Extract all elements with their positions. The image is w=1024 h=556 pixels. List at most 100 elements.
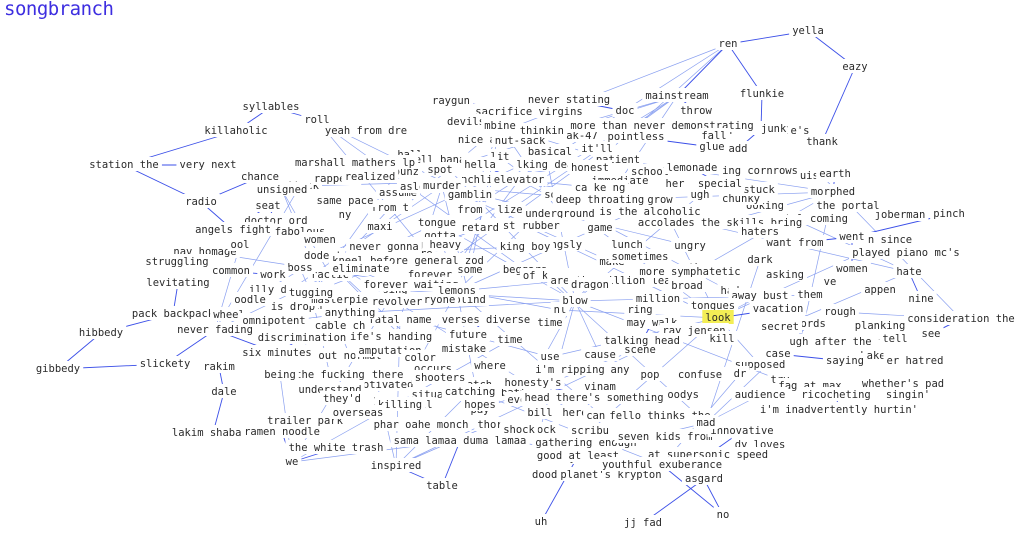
word-node-sacrifice-virgins[interactable]: sacrifice virgins xyxy=(472,104,586,118)
word-node-ca-ke-ng[interactable]: ca ke ng xyxy=(571,180,629,194)
word-node-her[interactable]: her xyxy=(662,176,688,190)
word-node-head-there-s-something[interactable]: head there's something xyxy=(521,390,667,404)
word-node-look[interactable]: look xyxy=(702,310,734,324)
word-node-sometimes[interactable]: sometimes xyxy=(608,249,672,263)
word-node-lakim-shabazz[interactable]: lakim shabazz xyxy=(168,425,258,439)
word-node-chance[interactable]: chance xyxy=(237,169,283,183)
word-node-honest[interactable]: honest xyxy=(567,160,613,174)
word-node-seat[interactable]: seat xyxy=(252,198,284,212)
word-node-n-since[interactable]: n since xyxy=(864,232,916,246)
word-node-fatal-name[interactable]: fatal name xyxy=(365,312,435,326)
word-node-rough[interactable]: rough xyxy=(821,304,859,318)
word-node-doc[interactable]: doc xyxy=(612,103,638,117)
word-node-went[interactable]: went xyxy=(836,229,868,243)
word-node-mistake[interactable]: mistake xyxy=(438,341,490,355)
word-node-radio[interactable]: radio xyxy=(182,194,220,208)
word-node-life-s-handing[interactable]: life's handing xyxy=(340,329,436,343)
word-node-verses-diverse[interactable]: verses diverse xyxy=(438,312,534,326)
word-node-lunch[interactable]: lunch xyxy=(608,237,646,251)
word-node-maxi[interactable]: maxi xyxy=(364,219,396,233)
word-node-realized[interactable]: realized xyxy=(341,169,399,183)
word-node-very-next[interactable]: very next xyxy=(176,157,240,171)
word-node-being[interactable]: being xyxy=(261,367,299,381)
word-node-trailer-park[interactable]: trailer park xyxy=(263,413,347,427)
word-node-spot[interactable]: spot xyxy=(424,162,456,176)
word-node-dark[interactable]: dark xyxy=(744,252,776,266)
word-node-er-hatred[interactable]: er hatred xyxy=(883,353,947,367)
word-node-nine[interactable]: nine xyxy=(905,291,937,305)
word-node-consideration-the[interactable]: consideration the xyxy=(904,311,1018,325)
word-node-tugging[interactable]: tugging xyxy=(285,285,337,299)
word-node-dale[interactable]: dale xyxy=(208,384,240,398)
word-node-sama-lamaa-duma-lamaa[interactable]: sama lamaa duma lamaa xyxy=(390,433,530,447)
word-node-ugh-after-the-fa[interactable]: ugh after the fa xyxy=(786,334,894,348)
word-node-never-gonna[interactable]: never gonna xyxy=(346,239,422,253)
word-node-angels-fight[interactable]: angels fight xyxy=(191,222,275,236)
word-node-from[interactable]: from xyxy=(454,202,486,216)
word-node-honesty-s[interactable]: honesty's xyxy=(501,375,565,389)
word-node-i-m-inadvertently-hurtin[interactable]: i'm inadvertently hurtin' xyxy=(756,402,922,416)
word-node-future[interactable]: future xyxy=(445,327,491,341)
word-node-see[interactable]: see xyxy=(918,326,944,340)
word-node-hate[interactable]: hate xyxy=(893,264,925,278)
word-node-levitating[interactable]: levitating xyxy=(143,275,213,289)
word-node-work[interactable]: work xyxy=(257,267,289,281)
word-node-grow[interactable]: grow xyxy=(644,192,676,206)
app-title[interactable]: songbranch xyxy=(4,0,114,20)
word-node-dr[interactable]: dr xyxy=(730,366,750,380)
word-node-wheel[interactable]: wheel xyxy=(210,307,248,321)
word-node-color[interactable]: color xyxy=(401,350,439,364)
word-node-ramen-noodle[interactable]: ramen noodle xyxy=(240,424,324,438)
word-node-ren[interactable]: ren xyxy=(715,36,741,50)
word-node-from-t[interactable]: from t xyxy=(367,200,413,214)
word-node-ool[interactable]: ool xyxy=(227,237,253,251)
word-node-ungry[interactable]: ungry xyxy=(671,238,709,252)
word-node-scribu[interactable]: scribu xyxy=(567,423,613,437)
word-node-lemonade[interactable]: lemonade xyxy=(663,160,721,174)
word-node-played-piano-mc-s[interactable]: played piano mc's xyxy=(849,245,963,259)
word-node-gibbedy[interactable]: gibbedy xyxy=(32,361,84,375)
word-node-women[interactable]: women xyxy=(301,232,339,246)
word-node-uh[interactable]: uh xyxy=(531,514,551,528)
word-node-retard[interactable]: retard xyxy=(457,220,503,234)
word-node-roll[interactable]: roll xyxy=(301,112,333,126)
word-node-whether-s-pad[interactable]: whether's pad xyxy=(858,376,948,390)
word-node-no[interactable]: no xyxy=(713,507,733,521)
word-node-killing[interactable]: killing xyxy=(374,397,426,411)
word-node-eazy[interactable]: eazy xyxy=(839,59,871,73)
word-node-case[interactable]: case xyxy=(762,346,794,360)
word-node-want-from[interactable]: want from xyxy=(763,235,827,249)
word-node-underground[interactable]: underground xyxy=(522,206,598,220)
word-node-game[interactable]: game xyxy=(584,220,616,234)
word-node-devils[interactable]: devils xyxy=(443,114,489,128)
word-node-million[interactable]: million xyxy=(632,291,684,305)
word-node-the-portal[interactable]: the portal xyxy=(813,198,883,212)
word-node-hopes[interactable]: hopes xyxy=(461,397,499,411)
word-node-is-drop[interactable]: is drop xyxy=(267,299,319,313)
word-node-basical[interactable]: basical xyxy=(524,144,576,158)
word-node-thor[interactable]: thor xyxy=(474,417,506,431)
word-node-tell[interactable]: tell xyxy=(879,331,911,345)
word-node-mbine[interactable]: mbine xyxy=(481,118,519,132)
word-node-never-fading[interactable]: never fading xyxy=(173,322,257,336)
word-node-same-pace[interactable]: same pace xyxy=(313,193,377,207)
word-node-singin[interactable]: singin' xyxy=(882,387,934,401)
word-node-deep-throating[interactable]: deep throating xyxy=(552,192,648,206)
word-node-asgard[interactable]: asgard xyxy=(681,471,727,485)
word-node-we[interactable]: we xyxy=(282,454,302,468)
word-node-morphed[interactable]: morphed xyxy=(807,184,859,198)
word-node-away-bust[interactable]: away bust xyxy=(728,288,792,302)
word-node-common[interactable]: common xyxy=(208,263,254,277)
word-node-revolver[interactable]: revolver xyxy=(368,294,426,308)
word-node-ugh[interactable]: ugh xyxy=(687,187,713,201)
word-node-king-boy[interactable]: king boy xyxy=(496,239,554,253)
word-node-lemons[interactable]: lemons xyxy=(434,283,480,297)
word-node-flunkie[interactable]: flunkie xyxy=(736,86,788,100)
word-node-elevator[interactable]: elevator xyxy=(490,172,548,186)
word-node-syllables[interactable]: syllables xyxy=(239,99,303,113)
word-node-discrimination[interactable]: discrimination xyxy=(254,330,350,344)
word-node-planking[interactable]: planking xyxy=(851,318,909,332)
word-node-mast-rubber[interactable]: mast rubber xyxy=(487,218,563,232)
word-node-bill[interactable]: bill xyxy=(524,405,556,419)
word-node-time[interactable]: time xyxy=(494,332,526,346)
